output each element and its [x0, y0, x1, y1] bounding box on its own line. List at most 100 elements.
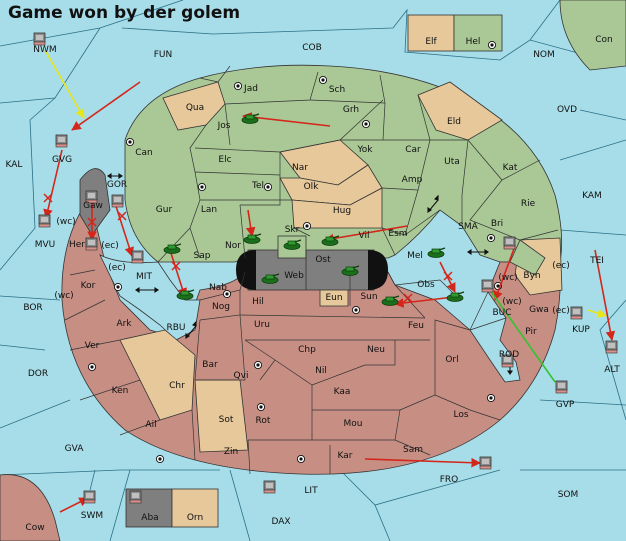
label-chr: Chr [169, 381, 185, 391]
label-aba: Aba [141, 513, 158, 523]
label-lan: Lan [201, 205, 217, 215]
red-borders [64, 269, 507, 475]
label-eun: Eun [325, 293, 342, 303]
label-obs: Obs [417, 280, 435, 290]
label-lit: LIT [304, 486, 318, 496]
coast-tag-ec-6: (ec) [552, 261, 570, 271]
coast-tag-wc-4: (wc) [498, 273, 517, 283]
label-byn: Byn [523, 271, 540, 281]
label-esm: Esm [388, 229, 407, 239]
label-nor: Nor [225, 241, 241, 251]
region-hug[interactable] [291, 187, 383, 229]
label-hel: Hel [466, 37, 481, 47]
green-borders [157, 65, 559, 263]
label-kor: Kor [81, 281, 96, 291]
label-kat: Kat [503, 163, 518, 173]
label-yok: Yok [356, 145, 373, 155]
label-som: SOM [558, 490, 579, 500]
label-dax: DAX [271, 517, 290, 527]
coast-tag-ec-7: (ec) [552, 306, 570, 316]
label-qvi: Qvi [234, 371, 249, 381]
region-cow[interactable] [0, 474, 61, 541]
label-elc: Elc [218, 155, 231, 165]
label-nar: Nar [292, 163, 308, 173]
label-gaw: Gaw [83, 201, 103, 211]
move-orders [43, 81, 616, 513]
label-con: Con [595, 35, 613, 45]
label-kam: KAM [582, 191, 602, 201]
label-alt: ALT [604, 365, 620, 375]
label-rot: Rot [256, 416, 271, 426]
label-gva: GVA [65, 444, 85, 454]
region-orn[interactable] [171, 488, 219, 528]
label-kaa: Kaa [334, 387, 351, 397]
label-kar: Kar [338, 451, 353, 461]
label-gvg: GVG [52, 155, 72, 165]
region-qua[interactable] [162, 81, 226, 131]
failed-marks [43, 193, 453, 303]
label-nog: Nog [212, 302, 230, 312]
label-jos: Jos [217, 121, 231, 131]
label-qua: Qua [186, 103, 204, 113]
label-gur: Gur [156, 205, 173, 215]
label-rod: ROD [499, 350, 519, 360]
label-kal: KAL [6, 160, 23, 170]
label-jad: Jad [243, 84, 258, 94]
label-hug: Hug [333, 206, 351, 216]
convoy-orders [489, 289, 556, 383]
region-bri[interactable] [509, 239, 546, 276]
label-bor: BOR [23, 303, 42, 313]
label-uru: Uru [254, 320, 270, 330]
coast-tag-wc-1: (wc) [54, 291, 73, 301]
label-ovd: OVD [557, 105, 577, 115]
label-ark: Ark [116, 319, 132, 329]
label-orn: Orn [187, 513, 203, 523]
label-sch: Sch [329, 85, 345, 95]
label-feu: Feu [408, 321, 424, 331]
game-title: Game won by der golem [8, 3, 241, 23]
label-sma: SMA [458, 222, 478, 232]
label-vil: Vil [359, 231, 370, 241]
coast-tag-ec-3: (ec) [101, 241, 119, 251]
label-eld: Eld [447, 117, 461, 127]
label-uta: Uta [444, 157, 460, 167]
label-kup: KUP [572, 325, 590, 335]
label-nom: NOM [533, 50, 555, 60]
label-amp: Amp [402, 175, 423, 185]
label-mou: Mou [344, 419, 363, 429]
label-web: Web [284, 271, 304, 281]
region-elf[interactable] [407, 14, 455, 52]
label-mel: Mel [407, 251, 423, 261]
label-pir: Pir [525, 327, 537, 337]
coast-tag-wc-5: (wc) [502, 297, 521, 307]
coast-tag-wc-0: (wc) [56, 217, 75, 227]
label-gvp: GVP [556, 400, 575, 410]
label-chp: Chp [298, 345, 316, 355]
label-sun: Sun [360, 292, 377, 302]
label-ost: Ost [315, 255, 331, 265]
label-sam: Sam [403, 445, 423, 455]
label-fun: FUN [154, 50, 173, 60]
label-nwm: NWM [33, 45, 56, 55]
label-skr: Skr [285, 225, 300, 235]
label-grh: Grh [343, 105, 359, 115]
label-can: Can [135, 148, 153, 158]
label-neu: Neu [367, 345, 385, 355]
region-eld[interactable] [417, 81, 503, 141]
label-car: Car [405, 145, 421, 155]
label-cob: COB [302, 43, 322, 53]
label-elf: Elf [425, 37, 437, 47]
label-dor: DOR [28, 369, 48, 379]
label-bri: Bri [491, 219, 503, 229]
label-fro: FRO [440, 475, 459, 485]
label-los: Los [453, 410, 468, 420]
region-con[interactable] [559, 0, 626, 71]
label-swm: SWM [81, 511, 103, 521]
label-ail: Ail [145, 420, 156, 430]
label-hil: Hil [252, 297, 264, 307]
label-mit: MIT [136, 272, 152, 282]
label-ver: Ver [85, 341, 100, 351]
